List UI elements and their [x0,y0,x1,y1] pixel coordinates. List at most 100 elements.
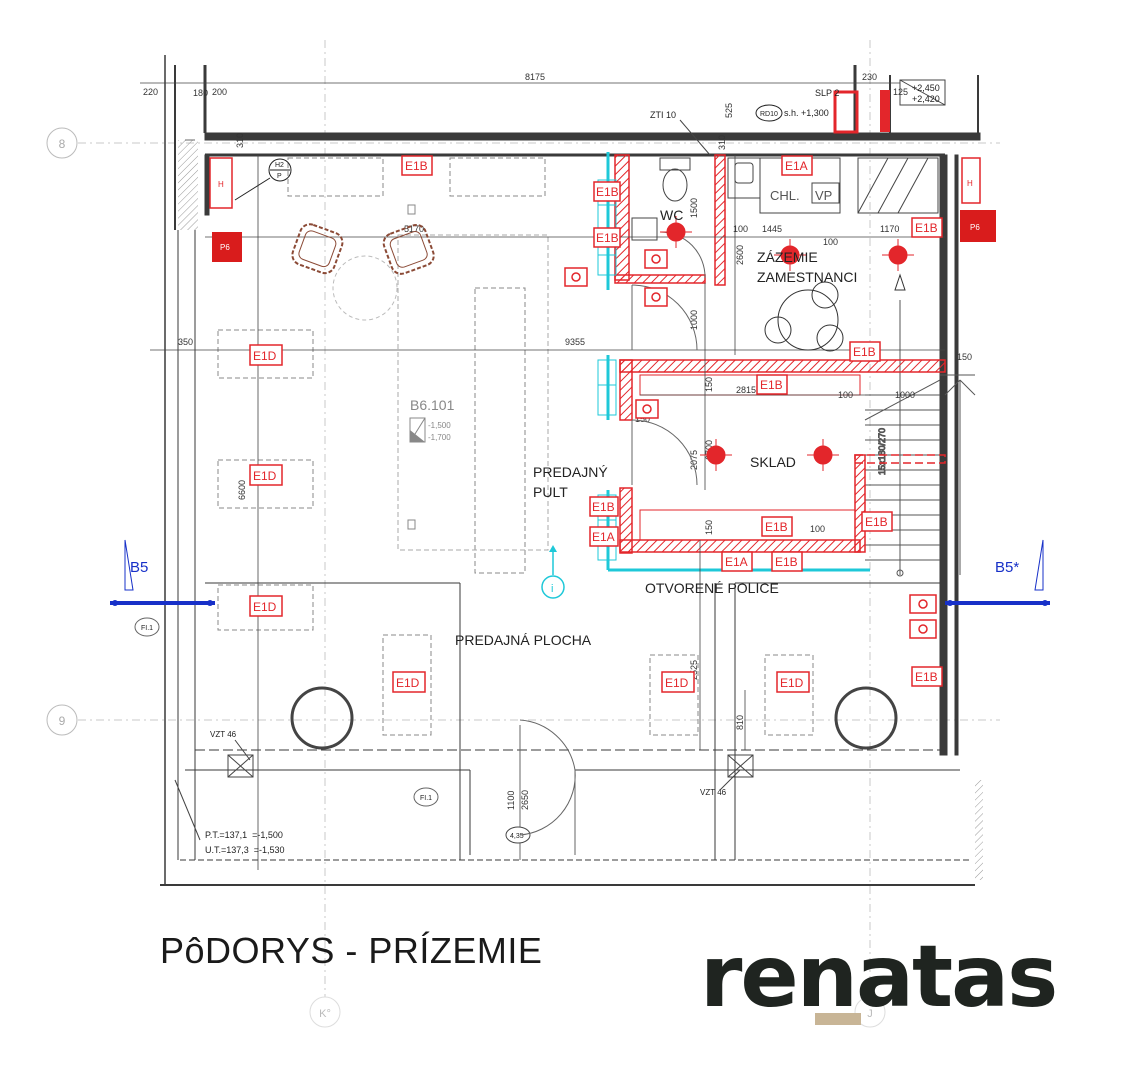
dim-label: 100 [823,237,838,247]
room-code: B6.101 [410,397,455,413]
extinguisher-label: P6 [970,223,980,232]
rd-label: RD10 [760,111,778,118]
room-label-sales-floor: PREDAJNÁ PLOCHA [455,632,592,648]
dim-label: 310 [235,133,245,148]
dim-label: 150 [704,377,714,392]
dim-label: 150 [957,352,972,362]
spec-tag: E1B [853,345,876,359]
info-label: i [551,583,553,595]
floor-level-label: P.T.=137,1 =-1,500 [205,830,283,840]
vzt-label: VZT 46 [700,788,727,797]
dim-label: 200 [212,87,227,97]
room-label-storage: SKLAD [750,454,796,470]
dim-label: 150 [704,520,714,535]
spec-tag: E1D [780,676,804,690]
spec-tag: E1B [915,670,938,684]
spec-tag: E1A [592,530,615,544]
fi-label: FI.1 [141,625,153,632]
room-label-shelves: OTVORENÉ POLICE [645,580,779,596]
dim-label: 180 [193,88,208,98]
dim-label: 2075 [689,450,699,470]
grid-bubble-k: K° [309,996,341,1028]
fi-label: FI.1 [420,795,432,802]
dim-label: 525 [724,103,734,118]
spec-tag: E1B [775,555,798,569]
dim-label: 100 [838,390,853,400]
spec-tag: E1B [596,185,619,199]
structural-column [290,686,354,750]
dim-label: 2650 [520,790,530,810]
spec-tag: E1B [592,500,615,514]
level-label: +2,420 [912,94,940,104]
logo-text: renatas [700,927,1058,1027]
wall-hatch [975,780,983,880]
staircase: 15x180/270 [864,273,976,577]
dim-label: 1000 [895,390,915,400]
column-marker [407,519,416,530]
spec-tag: E1D [253,600,277,614]
hydrant-label: H [218,180,224,189]
grid-label: 8 [59,137,66,151]
level-label: -1,700 [428,433,451,442]
spec-tag: E1B [760,378,783,392]
grid-label: 9 [59,714,66,728]
sill-height-label: s.h. +1,300 [784,108,829,118]
logo-accent-bar [815,1013,861,1025]
info-marker: i [541,545,565,599]
level-label: +2,450 [912,83,940,93]
spec-tag: E1B [865,515,888,529]
h2p-label: P [277,173,282,180]
section-label: B5 [130,559,148,576]
dim-label: 1000 [689,310,699,330]
door-tag: 4,35 [510,833,524,840]
spec-tag: E1B [405,159,428,173]
room-label-counter-1: PREDAJNÝ [533,464,608,480]
drawing-caption: PôDORYS - PRÍZEMIE [160,930,543,971]
lounge-furniture [291,223,844,352]
dim-label: 125 [893,87,908,97]
spec-tag: E1B [765,520,788,534]
dim-label: 8175 [525,72,545,82]
fire-equipment: H H P6 P6 [209,157,996,262]
grid-bubble-j: J [854,996,886,1028]
spec-tag: E1B [596,231,619,245]
h2p-label: H2 [275,162,284,169]
section-marker-right: B5* [945,539,1050,606]
room-label-staff-2: ZAMESTNANCI [757,269,857,285]
ceiling-lights [660,216,914,471]
spec-tag: E1D [253,469,277,483]
dim-label: 2815 [736,385,756,395]
spec-tag: E1D [396,676,420,690]
dim-label: 1500 [689,198,699,218]
dim-label: 9355 [565,337,585,347]
grid-label: J [867,1008,873,1020]
slp-label: SLP 2 [815,88,839,98]
brand-logo: renatas [700,927,1060,1030]
room-label-wc: WC [660,207,683,223]
spec-tag: E1A [785,159,808,173]
stair-label: 15x180/270 [877,428,887,475]
vzt-label: VZT 46 [210,730,237,739]
dim-label: 100 [733,224,748,234]
spec-tag: E1A [725,555,748,569]
column-marker [407,204,416,215]
door-swings [519,284,698,855]
dim-label: 310 [717,135,727,150]
dim-label: 100 [810,524,825,534]
level-label: -1,500 [428,421,451,430]
grid-label: K° [319,1008,331,1020]
zti-label: ZTI 10 [650,110,676,120]
dim-label: 220 [143,87,158,97]
spec-tag: E1B [915,221,938,235]
dim-label: 6600 [237,480,247,500]
room-label-staff-1: ZÁZEMIE [757,249,818,265]
dim-label: 1170 [880,224,899,234]
room-label-counter-2: PULT [533,484,568,500]
dim-label: 350 [178,337,193,347]
wc-fixtures [631,157,939,279]
spec-tag: E1D [665,676,689,690]
hydrant-label: H [967,179,973,188]
floor-level-label: U.T.=137,3 =-1,530 [205,845,285,855]
dim-label: 2525 [689,660,699,680]
dim-label: 150 [635,414,650,424]
